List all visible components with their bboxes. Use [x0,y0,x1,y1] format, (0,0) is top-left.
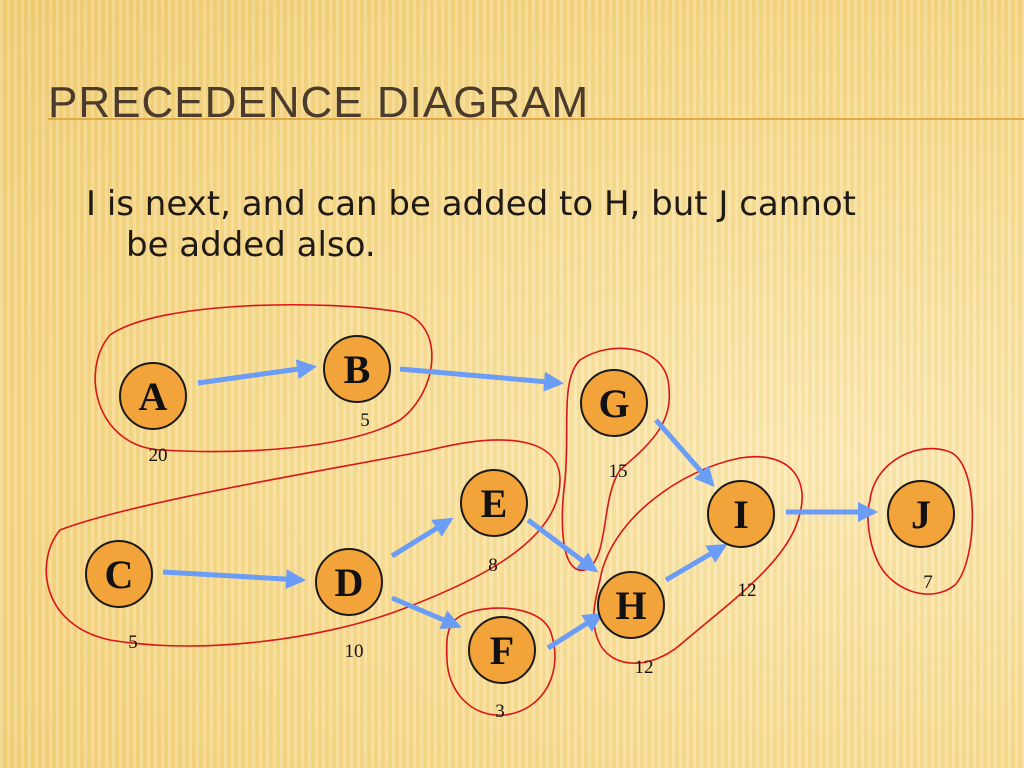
edge-h-i [664,543,728,583]
node-e-label: E [481,481,508,526]
edge-d-f [391,595,462,629]
title-divider [48,118,1024,120]
node-h: H 12 [597,571,665,678]
node-c-duration: 5 [128,632,138,653]
node-d-duration: 10 [345,641,364,662]
node-i: I 12 [707,480,775,601]
node-a: A 20 [119,362,187,466]
node-j-duration: 7 [923,572,933,593]
node-f-label: F [490,628,514,673]
group-h-i [592,455,803,664]
node-c-label: C [105,552,134,597]
group-g [561,347,671,571]
edge-g-i [654,418,715,488]
node-c: C 5 [85,540,153,653]
group-f [445,607,556,716]
node-a-duration: 20 [149,445,168,466]
node-j-label: J [911,492,931,537]
edge-b-g [399,366,564,392]
node-b: B 5 [323,335,391,431]
node-i-label: I [733,492,749,537]
node-h-label: H [615,583,646,628]
node-d: D 10 [315,548,383,662]
node-g-label: G [598,381,629,426]
edge-f-h [546,612,604,651]
node-g: G 15 [580,369,648,482]
node-g-duration: 15 [609,461,628,482]
node-b-label: B [344,347,371,392]
node-d-label: D [335,560,364,605]
edge-a-b [197,359,317,386]
node-j: J 7 [887,480,955,593]
group-j [867,447,974,595]
node-f: F 3 [468,616,536,722]
edge-c-d [162,569,306,590]
node-e-duration: 8 [488,555,498,576]
node-h-duration: 12 [635,657,654,678]
group-outlines [45,303,974,716]
edge-d-e [390,517,454,559]
node-b-duration: 5 [360,410,370,431]
slide-body-text: I is next, and can be added to H, but J … [86,184,856,265]
node-i-duration: 12 [738,580,757,601]
node-f-duration: 3 [495,701,505,722]
node-a-label: A [139,374,168,419]
group-a-b [94,303,433,453]
edge-e-h [526,517,599,573]
edges [162,359,878,651]
group-c-d-e [45,439,561,647]
node-e: E 8 [460,469,528,576]
